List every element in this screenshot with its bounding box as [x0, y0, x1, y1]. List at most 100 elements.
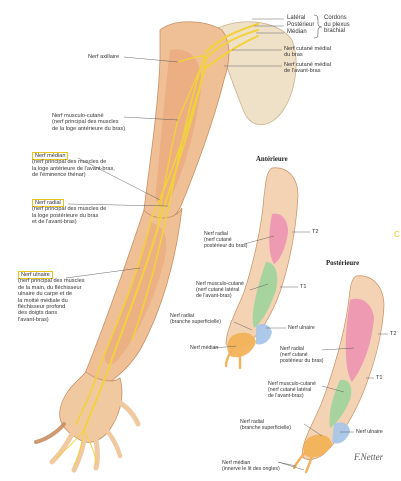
musculo-line-1: Nerf musculo-cutané — [52, 113, 104, 119]
leader-post-median-1 — [277, 461, 297, 467]
label-cord-lateral: Latéral — [287, 15, 306, 21]
main-nerves — [55, 22, 260, 467]
post-musculo-line-3: de l'avant-bras) — [268, 393, 304, 399]
leader-musculo — [123, 116, 179, 121]
finger-1 — [34, 422, 66, 444]
label-ant-radial: Nerf radial (nerf cutané postérieur du b… — [204, 231, 248, 249]
label-cord-median: Médian — [287, 29, 307, 35]
ulnaire-highlight: Nerf ulnaire — [18, 271, 53, 279]
label-ant-t2: T2 — [312, 229, 319, 235]
post-radsup-line-1: Nerf radial — [240, 419, 264, 425]
ulnaire-line-8: l'avant-bras) — [18, 316, 49, 323]
ant-musculo-line-3: de l'avant-bras) — [196, 293, 232, 299]
leader-ant-rad-sup — [233, 321, 253, 331]
post-median-line-1: Nerf médian — [222, 460, 251, 466]
post-radial-line-3: postérieur du bras) — [280, 358, 324, 364]
median-highlight: Nerf médian — [32, 152, 69, 160]
label-ant-radial-superficielle: Nerf radial (branche superficielle) — [170, 313, 221, 325]
musculo-line-3: de la loge antérieure du bras) — [52, 125, 126, 132]
ant-musculo-line-2: (nerf cutané latéral — [196, 287, 240, 293]
ulnaire-line-7: des doigts dans — [18, 310, 58, 317]
artist-signature: F.Netter — [354, 452, 384, 462]
radial-line-2: (nerf principal des muscles de — [32, 206, 107, 213]
label-ant-musculo: Nerf musculo-cutané (nerf cutané latéral… — [196, 281, 244, 299]
median-line-4: de l'éminence thénar) — [32, 172, 86, 179]
post-musculo-line-1: Nerf musculo-cutané — [268, 381, 316, 387]
label-post-radial: Nerf radial (nerf cutané postérieur du b… — [280, 346, 324, 364]
ulnaire-line-5: la moitié médiale du — [18, 297, 68, 304]
finger-4 — [93, 437, 100, 471]
leader-ulnaire — [65, 267, 141, 279]
brace-group-line-1: Cordons — [324, 15, 347, 21]
anterior-arm-outline — [225, 167, 299, 348]
musculo-line-2: (nerf principal des muscles — [52, 119, 119, 126]
label-axillaire: Nerf axillaire — [88, 54, 120, 60]
anterior-arm-figure — [224, 167, 299, 370]
leader-post-rad-sup — [303, 423, 323, 437]
finger-3 — [71, 437, 87, 473]
leader-post-musculo — [321, 385, 345, 393]
leader-radial — [67, 203, 169, 207]
ulnaire-line-4: ulnaire du carpe et de — [18, 291, 73, 298]
plexus-cord-3 — [205, 35, 259, 69]
label-brace-group: Cordons du plexus brachial — [324, 15, 350, 35]
posterior-zone-ulnar — [332, 422, 350, 444]
leader-post-median-2 — [277, 461, 305, 471]
ulnaire-line-6: fléchisseur profond — [18, 304, 66, 311]
label-post-ulnaire: Nerf ulnaire — [356, 429, 383, 435]
finger-2 — [49, 431, 75, 465]
ant-radial-line-3: postérieur du bras) — [204, 243, 248, 249]
ant-radial-line-1: Nerf radial — [204, 231, 228, 237]
label-ant-ulnaire: Nerf ulnaire — [288, 325, 315, 331]
label-cutane-median-avantbras: Nerf cutané médial de l'avant-bras — [284, 62, 331, 75]
edge-mark: C — [394, 230, 400, 239]
ulnaire-line-2: (nerf principal des muscles — [18, 278, 85, 285]
plexus-cord-2 — [203, 29, 259, 61]
label-post-radial-superficielle: Nerf radial (branche superficielle) — [240, 419, 291, 431]
radial-line-3: la loge postérieure du bras — [32, 212, 99, 219]
hand — [59, 371, 123, 443]
radial-line-4: et de l'avant-bras) — [32, 219, 77, 226]
label-musculo-cutane: Nerf musculo-cutané (nerf principal des … — [52, 113, 125, 132]
label-radial-nerf: Nerf radial (nerf principal des muscles … — [32, 199, 107, 226]
median-line-2: (nerf principal des muscles de — [32, 159, 107, 166]
anterior-zone-ulnar — [256, 324, 272, 345]
hand-branch-2 — [73, 429, 85, 467]
label-cord-posterieur: Postérieur — [287, 22, 315, 28]
cutane-avantbras-line-2: de l'avant-bras — [284, 68, 321, 75]
post-musculo-line-2: (nerf cutané latéral — [268, 387, 312, 393]
radial-highlight: Nerf radial — [32, 199, 64, 207]
post-radial-line-2: (nerf cutané — [280, 352, 308, 358]
anterior-zone-median — [227, 332, 256, 358]
leader-lines — [65, 18, 388, 471]
post-median-line-2: (innerve le lit des ongles) — [222, 466, 280, 472]
anterior-zone-musculocutaneous — [252, 262, 278, 328]
cutane-bras-line-1: Nerf cutané médial — [284, 46, 331, 52]
posterior-finger-1 — [292, 450, 308, 470]
anterior-finger-1 — [224, 348, 234, 368]
median-line-3: la loge antérieure de l'avant-bras, — [32, 165, 115, 172]
posterior-zone-musculocutaneous — [329, 379, 352, 428]
label-post-musculo: Nerf musculo-cutané (nerf cutané latéral… — [268, 381, 316, 399]
label-cutane-median-bras: Nerf cutané médial du bras — [284, 46, 331, 59]
ulnaire-line-3: de la main, du fléchisseur — [18, 284, 82, 291]
leader-median — [77, 157, 161, 201]
cutane-avantbras-line-1: Nerf cutané médial — [284, 62, 331, 68]
post-radsup-line-2: (branche superficielle) — [240, 425, 292, 431]
thumb — [113, 397, 141, 427]
label-post-t2: T2 — [390, 331, 397, 337]
leader-ant-radial — [243, 235, 275, 245]
label-median-nerf: Nerf médian (nerf principal des muscles … — [32, 152, 115, 179]
label-ulnaire-nerf: Nerf ulnaire (nerf principal des muscles… — [18, 271, 85, 323]
ant-musculo-line-1: Nerf musculo-cutané — [196, 281, 244, 287]
posterior-arm-figure — [292, 275, 385, 474]
biceps-muscle — [155, 49, 202, 207]
brace-group-line-2: du plexus — [324, 21, 350, 28]
main-arm-figure — [34, 21, 297, 473]
posterior-zone-median — [303, 434, 332, 458]
label-ant-t1: T1 — [300, 284, 307, 290]
title-posterieure: Postérieure — [326, 260, 360, 267]
label-post-t1: T1 — [376, 375, 383, 381]
